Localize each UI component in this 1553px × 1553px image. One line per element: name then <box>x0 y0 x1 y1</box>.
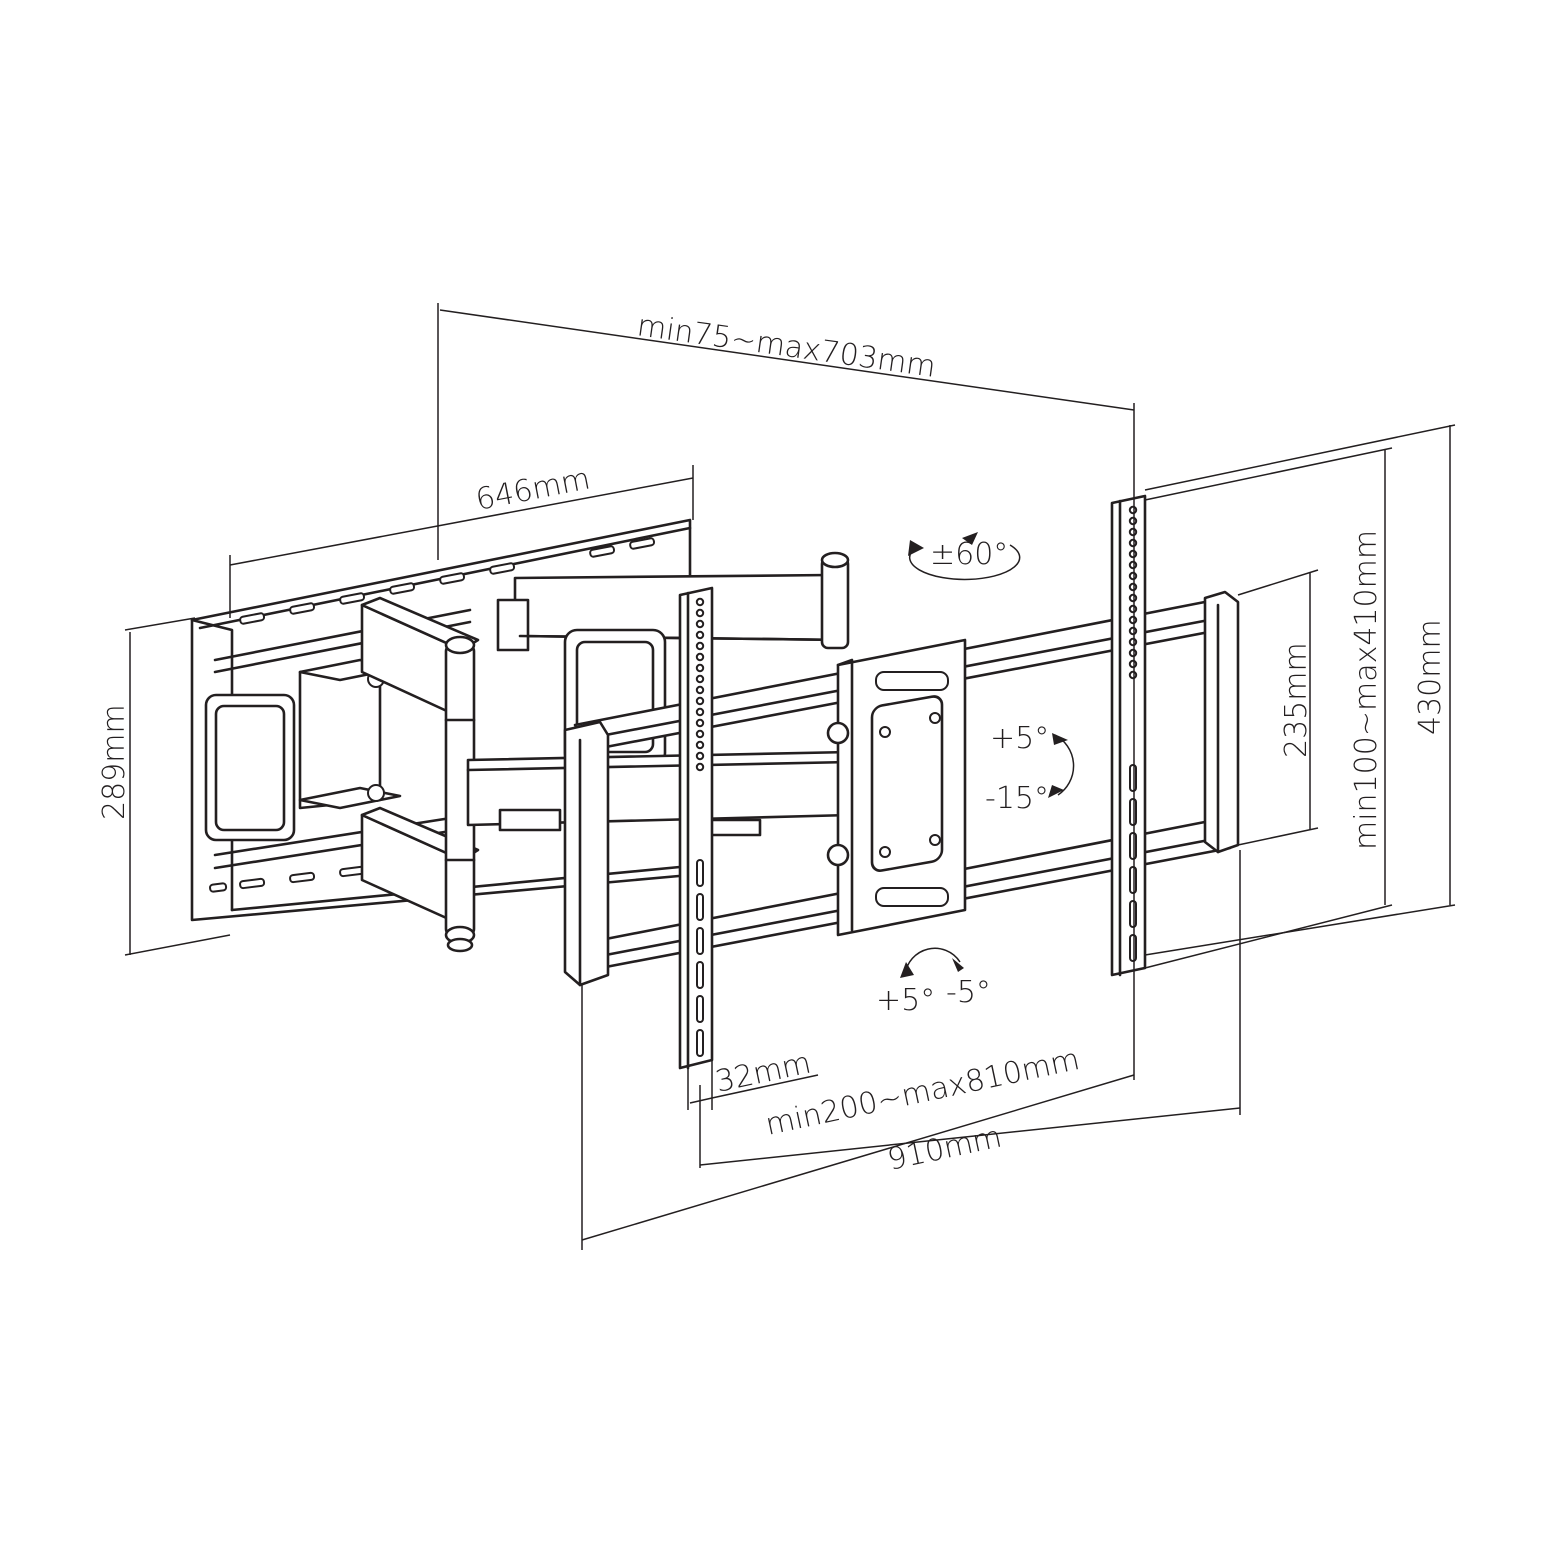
wall-plate-height-label: 289mm <box>97 704 132 820</box>
rotation-arrow-left-icon <box>900 962 914 978</box>
strap-hole <box>695 707 705 717</box>
arm-width-label: 32mm <box>712 1046 814 1100</box>
strap-hole <box>1128 648 1138 658</box>
angle-indicators <box>900 532 1075 978</box>
strap-hole <box>695 729 705 739</box>
strap-slot <box>1129 934 1137 962</box>
strap-hole <box>1128 538 1138 548</box>
strap-hole <box>695 718 705 728</box>
strap-slot <box>1129 866 1137 894</box>
tilt-arc-icon <box>1054 734 1075 796</box>
strap-hole <box>1128 560 1138 570</box>
strap-slot <box>696 859 704 887</box>
strap-hole <box>1128 516 1138 526</box>
strap-hole <box>695 608 705 618</box>
vesa-vertical-label: min100~max410mm <box>1349 530 1384 850</box>
strap-hole <box>1128 593 1138 603</box>
strap-slot <box>1129 764 1137 792</box>
strap-hole <box>1128 604 1138 614</box>
strap-hole <box>695 663 705 673</box>
dimension-lines <box>124 303 1456 1250</box>
strap-hole <box>695 674 705 684</box>
strap-hole <box>1128 527 1138 537</box>
swivel-arrow-right-icon <box>962 532 978 545</box>
wall-plate-width-label: 646mm <box>473 461 593 517</box>
strap-hole <box>1128 615 1138 625</box>
rotation-arrow-right-icon <box>952 958 964 972</box>
strap-hole <box>695 740 705 750</box>
strap-slot <box>696 961 704 989</box>
swivel-arrow-left-icon <box>908 540 924 556</box>
tilt-arrow-up-icon <box>1052 733 1068 745</box>
strap-hole <box>695 630 705 640</box>
strap-hole <box>695 751 705 761</box>
strap-hole <box>695 652 705 662</box>
tilt-up-label: +5° <box>990 721 1049 756</box>
strap-slot <box>696 1029 704 1057</box>
strap-hole <box>695 762 705 772</box>
strap-hole <box>695 619 705 629</box>
strap-hole <box>1128 659 1138 669</box>
strap-hole <box>695 685 705 695</box>
rail-height-label: 235mm <box>1279 642 1314 758</box>
strap-slot <box>1129 798 1137 826</box>
strap-slot <box>1129 832 1137 860</box>
strap-slot <box>1129 900 1137 928</box>
strap-hole <box>1128 582 1138 592</box>
overall-height-label: 430mm <box>1413 619 1448 735</box>
strap-hole <box>695 696 705 706</box>
arm-extension-label: min75~max703mm <box>635 308 938 385</box>
tilt-arrow-down-icon <box>1048 785 1064 798</box>
strap-hole <box>1128 571 1138 581</box>
strap-hole <box>1128 505 1138 515</box>
strap-hole <box>1128 670 1138 680</box>
vesa-horizontal-label: min200~max810mm <box>762 1042 1082 1143</box>
swivel-angle-label: ±60° <box>930 537 1008 572</box>
tilt-down-label: -15° <box>985 781 1049 816</box>
strap-slot <box>696 995 704 1023</box>
strap-hole <box>1128 626 1138 636</box>
rotation-minus-label: -5° <box>946 975 991 1010</box>
strap-hole <box>1128 637 1138 647</box>
strap-hole <box>1128 549 1138 559</box>
rotation-arc-icon <box>904 947 961 976</box>
rotation-plus-label: +5° <box>876 983 935 1018</box>
strap-hole <box>695 641 705 651</box>
strap-slot <box>696 893 704 921</box>
overall-width-label: 910mm <box>884 1120 1004 1178</box>
strap-slot <box>696 927 704 955</box>
swivel-arc-icon <box>908 544 1021 581</box>
strap-hole <box>695 597 705 607</box>
